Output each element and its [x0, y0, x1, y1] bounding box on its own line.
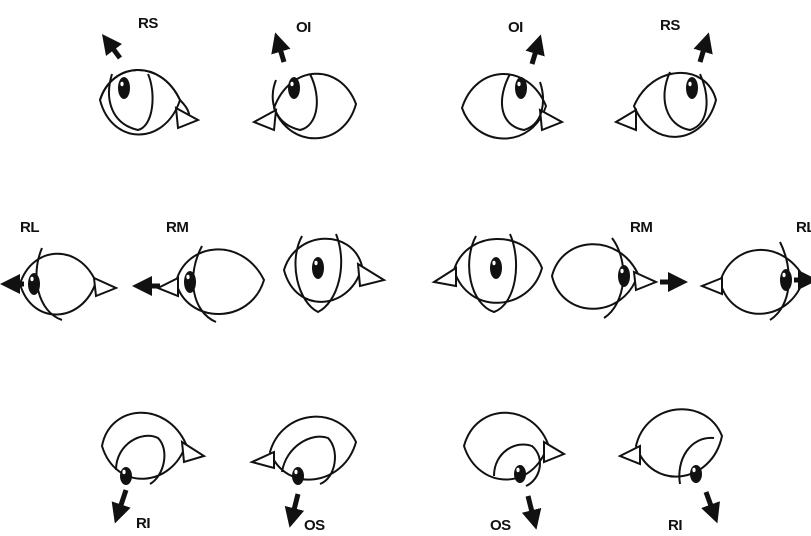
label-rm-left: RM [166, 219, 188, 236]
arrow-os-left [292, 494, 298, 518]
eye-bot-4 [620, 409, 722, 484]
arrow-rs-left [108, 42, 120, 58]
eye-mid-3 [284, 234, 384, 312]
eye-mid-5 [552, 238, 656, 318]
eye-top-3 [462, 74, 562, 139]
label-oi-right: OI [508, 19, 523, 36]
label-rs-right: RS [660, 17, 680, 34]
label-os-right: OS [490, 517, 511, 534]
label-oi-left: OI [296, 19, 311, 36]
label-ri-right: RI [668, 517, 682, 534]
arrow-ri-left [118, 490, 126, 514]
arrow-ri-right [706, 492, 714, 514]
eye-top-2 [254, 74, 356, 139]
eye-bot-3 [464, 413, 564, 486]
arrow-rs-right [700, 42, 706, 62]
label-rm-right: RM [630, 219, 652, 236]
label-rs-left: RS [138, 15, 158, 32]
eye-bot-1 [102, 413, 204, 485]
eye-mid-4 [434, 234, 542, 312]
arrow-oi-left [278, 42, 284, 62]
eye-top-4 [616, 72, 716, 137]
eye-bot-2 [252, 417, 356, 485]
label-rl-right: RL [796, 219, 811, 236]
eye-mid-6 [702, 242, 804, 320]
eye-top-1 [100, 70, 198, 135]
eye-mid-2 [158, 246, 264, 322]
label-rl-left: RL [20, 219, 39, 236]
eye-mid-1 [20, 248, 116, 320]
arrow-oi-right [532, 44, 538, 64]
label-os-left: OS [304, 517, 325, 534]
arrow-os-right [528, 496, 534, 520]
label-ri-left: RI [136, 515, 150, 532]
